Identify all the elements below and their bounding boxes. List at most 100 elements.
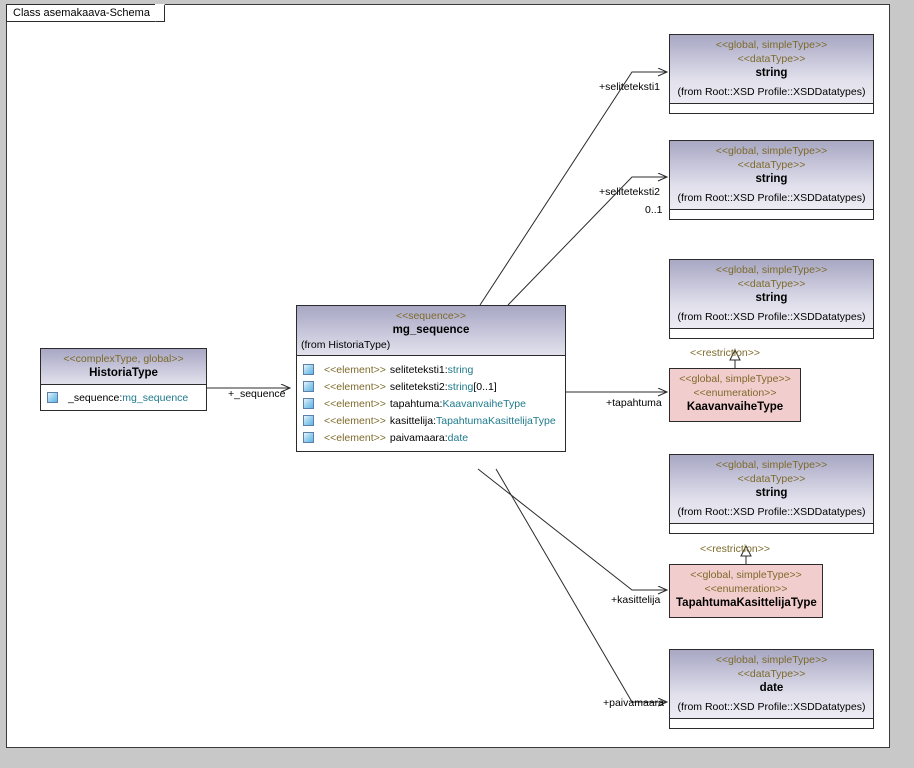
feature-type: TapahtumaKasittelijaType [436,414,556,427]
feature-name: tapahtuma: [389,397,443,410]
node-string-4[interactable]: <<global, simpleType>> <<dataType>> stri… [669,454,874,534]
feature-stereotype: <<element>> [324,397,386,410]
node-header: <<global, simpleType>> <<dataType>> stri… [670,35,873,81]
node-kaavanvaihetype[interactable]: <<global, simpleType>> <<enumeration>> K… [669,368,801,422]
node-namespace-bar: (from Root::XSD Profile::XSDDatatypes) [670,501,873,524]
feature-row[interactable]: <<element>> paivamaara: date [303,429,561,446]
node-namespace: (from Root::XSD Profile::XSDDatatypes) [677,86,866,98]
edge-label-kasittelija: +kasittelija [611,594,661,606]
node-string-1[interactable]: <<global, simpleType>> <<dataType>> stri… [669,34,874,114]
node-name: string [755,487,788,499]
diagram-title-label: Class asemakaava-Schema [13,7,150,19]
attributes-compartment [670,104,873,113]
edge-label-seliteteksti2-multiplicity: 0..1 [645,204,663,216]
feature-name: seliteteksti1: [389,363,448,376]
node-stereotype-datatype: <<dataType>> [737,668,806,680]
node-name: date [759,682,784,694]
feature-row[interactable]: <<element>> seliteteksti2: string [0..1] [303,378,561,395]
node-stereotype-datatype: <<dataType>> [737,53,806,65]
feature-type: date [447,431,469,444]
node-name: string [755,67,788,79]
node-string-3[interactable]: <<global, simpleType>> <<dataType>> stri… [669,259,874,339]
node-header: <<sequence>> mg_sequence (from HistoriaT… [297,306,565,356]
feature-stereotype: <<element>> [324,380,386,393]
feature-type: KaavanvaiheType [442,397,526,410]
attributes-compartment: <<element>> seliteteksti1: string <<elem… [297,356,565,451]
node-stereotype: <<complexType, global>> [63,353,184,365]
node-namespace: (from Root::XSD Profile::XSDDatatypes) [677,311,866,323]
feature-type: string [447,363,474,376]
node-stereotype-enumeration: <<enumeration>> [704,583,788,595]
node-header: <<global, simpleType>> <<dataType>> stri… [670,455,873,501]
feature-name: kasittelija: [389,414,436,427]
node-string-2[interactable]: <<global, simpleType>> <<dataType>> stri… [669,140,874,220]
node-name: string [755,292,788,304]
node-stereotype-global: <<global, simpleType>> [715,39,828,51]
node-name: KaavanvaiheType [686,401,784,413]
feature-stereotype: <<element>> [324,363,386,376]
node-stereotype-datatype: <<dataType>> [737,159,806,171]
node-namespace: (from Root::XSD Profile::XSDDatatypes) [677,192,866,204]
feature-type: string [447,380,474,393]
element-icon [303,432,314,443]
edge-label-restriction-1: <<restriction>> [690,347,761,359]
node-stereotype-global: <<global, simpleType>> [715,459,828,471]
feature-type: mg_sequence [122,391,189,404]
feature-row[interactable]: <<element>> kasittelija: TapahtumaKasitt… [303,412,561,429]
diagram-title-tab[interactable]: Class asemakaava-Schema [6,4,165,22]
node-namespace-bar: (from Root::XSD Profile::XSDDatatypes) [670,187,873,210]
edge-label-tapahtuma: +tapahtuma [606,397,662,409]
edge-label-seliteteksti1: +seliteteksti1 [599,81,660,93]
node-date[interactable]: <<global, simpleType>> <<dataType>> date… [669,649,874,729]
attributes-compartment [670,329,873,338]
node-historiatype[interactable]: <<complexType, global>> HistoriaType _se… [40,348,207,411]
element-icon [303,415,314,426]
attributes-compartment [670,719,873,728]
feature-row[interactable]: <<element>> tapahtuma: KaavanvaiheType [303,395,561,412]
feature-row[interactable]: _sequence: mg_sequence [47,389,202,406]
attributes-compartment [670,524,873,533]
attributes-compartment [670,210,873,219]
node-stereotype-enumeration: <<enumeration>> [693,387,777,399]
node-stereotype-datatype: <<dataType>> [737,473,806,485]
node-header: <<global, simpleType>> <<dataType>> stri… [670,141,873,187]
edge-label-seliteteksti2: +seliteteksti2 [599,186,660,198]
feature-name: _sequence: [68,391,123,404]
node-name: mg_sequence [392,324,470,336]
edge-label-restriction-2: <<restriction>> [700,543,771,555]
node-header: <<global, simpleType>> <<dataType>> date [670,650,873,696]
node-stereotype-global: <<global, simpleType>> [690,569,802,581]
node-stereotype-global: <<global, simpleType>> [715,264,828,276]
node-stereotype: <<sequence>> [395,310,467,322]
element-icon [303,381,314,392]
element-icon [303,398,314,409]
node-stereotype-global: <<global, simpleType>> [715,145,828,157]
node-namespace: (from Root::XSD Profile::XSDDatatypes) [677,701,866,713]
node-name: HistoriaType [89,367,158,379]
feature-name: paivamaara: [389,431,448,444]
node-namespace-bar: (from Root::XSD Profile::XSDDatatypes) [670,696,873,719]
node-stereotype-global: <<global, simpleType>> [679,373,791,385]
element-icon [47,392,58,403]
feature-stereotype: <<element>> [324,414,386,427]
node-tapahtumakasittelijatype[interactable]: <<global, simpleType>> <<enumeration>> T… [669,564,823,618]
feature-multiplicity: [0..1] [473,380,497,393]
node-name: string [755,173,788,185]
edge-label-sequence: +_sequence [228,388,286,400]
node-namespace: (from Root::XSD Profile::XSDDatatypes) [677,506,866,518]
node-name: TapahtumaKasittelijaType [676,597,817,609]
feature-stereotype: <<element>> [324,431,386,444]
element-icon [303,364,314,375]
node-mg-sequence[interactable]: <<sequence>> mg_sequence (from HistoriaT… [296,305,566,452]
node-namespace-bar: (from Root::XSD Profile::XSDDatatypes) [670,81,873,104]
node-namespace: (from HistoriaType) [301,339,391,351]
node-stereotype-global: <<global, simpleType>> [715,654,828,666]
feature-row[interactable]: <<element>> seliteteksti1: string [303,361,561,378]
node-header: <<complexType, global>> HistoriaType [41,349,206,385]
attributes-compartment: _sequence: mg_sequence [41,385,206,410]
node-stereotype-datatype: <<dataType>> [737,278,806,290]
node-header: <<global, simpleType>> <<dataType>> stri… [670,260,873,306]
node-namespace-bar: (from Root::XSD Profile::XSDDatatypes) [670,306,873,329]
edge-label-paivamaara: +paivamaara [603,697,664,709]
